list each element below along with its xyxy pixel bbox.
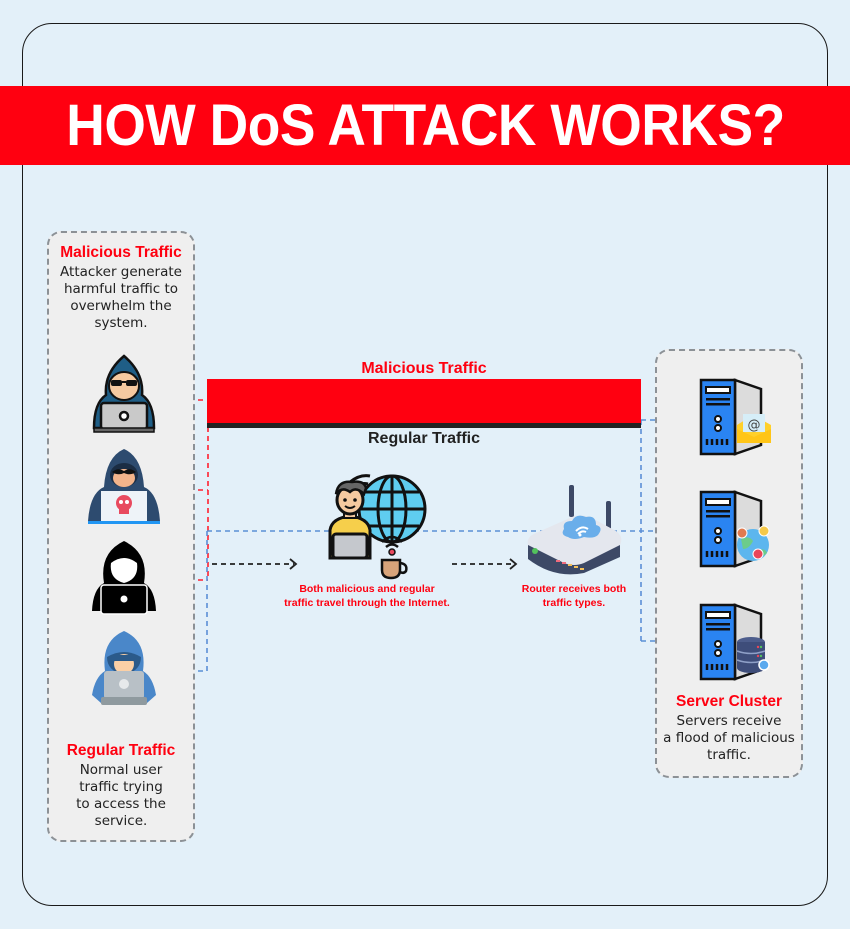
server-cluster-title: Server Cluster	[676, 693, 782, 710]
malicious-traffic-title: Malicious Traffic	[60, 244, 182, 261]
page-title: HOW DoS ATTACK WORKS?	[65, 93, 785, 158]
malicious-traffic-bar	[207, 379, 641, 423]
malicious-traffic-info: Malicious Traffic Attacker generate harm…	[50, 244, 192, 332]
internet-user-globe-icon	[328, 474, 427, 580]
server-cluster-desc-line2: a flood of malicious	[663, 730, 795, 746]
server-cluster-info: Server Cluster Servers receive a flood o…	[658, 693, 800, 764]
router-caption-line1: Router receives both	[521, 583, 627, 595]
internet-caption: Both malicious and regular traffic trave…	[272, 582, 462, 610]
regular-traffic-description: Normal user traffic trying to access the…	[76, 762, 166, 829]
hacker-glasses-icon	[92, 354, 156, 433]
router-caption-line2: traffic types.	[542, 597, 606, 609]
infographic-frame	[22, 23, 828, 906]
hacker-skull-laptop-icon	[88, 449, 160, 524]
flow-arrow-2-head	[509, 558, 518, 570]
attackers-panel	[47, 231, 195, 842]
internet-caption-line2: traffic travel through the Internet.	[284, 597, 450, 609]
router-icon	[527, 485, 622, 575]
svg-text:@: @	[748, 418, 761, 433]
server-cluster-desc-line3: traffic.	[707, 747, 751, 763]
email-server-icon: @	[699, 378, 771, 456]
regular-traffic-title: Regular Traffic	[66, 742, 176, 759]
hacker-black-silhouette-icon	[92, 541, 156, 615]
regular-traffic-info: Regular Traffic Normal user traffic tryi…	[50, 742, 192, 830]
server-cluster-description: Servers receive a flood of malicious tra…	[658, 713, 800, 764]
social-server-icon	[699, 490, 770, 568]
flow-arrow-1-head	[289, 558, 298, 570]
malicious-traffic-description: Attacker generate harmful traffic to ove…	[60, 264, 182, 331]
regular-user-hoodie-icon	[92, 631, 156, 705]
internet-caption-line1: Both malicious and regular	[299, 583, 435, 595]
title-banner: HOW DoS ATTACK WORKS?	[0, 86, 850, 165]
malicious-traffic-bar-label: Malicious Traffic	[361, 360, 487, 377]
database-server-icon	[699, 603, 770, 681]
regular-traffic-bar-label: Regular Traffic	[367, 430, 481, 447]
regular-traffic-bar	[207, 423, 641, 428]
router-caption: Router receives both traffic types.	[510, 582, 638, 610]
server-cluster-desc-line1: Servers receive	[676, 713, 782, 729]
